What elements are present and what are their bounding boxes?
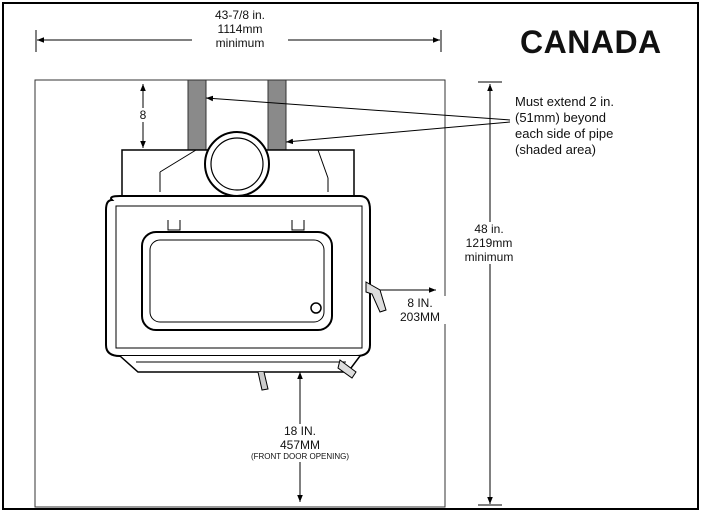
- floor-protector-outline: [34, 79, 446, 508]
- front-clearance-label: 18 IN. 457MM (FRONT DOOR OPENING): [236, 424, 364, 462]
- leader-line-left: [205, 95, 511, 121]
- depth-dimension-label: 48 in. 1219mm minimum: [458, 222, 520, 264]
- shaded-area-note: Must extend 2 in. (51mm) beyond each sid…: [515, 94, 614, 157]
- top-clearance-label: 8: [134, 108, 152, 122]
- width-dimension-label: 43-7/8 in. 1114mm minimum: [192, 8, 288, 50]
- flue-collar: [204, 131, 270, 197]
- door-glass: [141, 231, 333, 331]
- side-handle: [365, 281, 387, 313]
- diagram-frame: [2, 2, 699, 510]
- leader-line-right: [285, 121, 511, 145]
- side-clearance-label: 8 IN. 203MM: [394, 296, 446, 324]
- door-knob: [310, 302, 322, 314]
- country-title: CANADA: [520, 24, 662, 60]
- front-lip: [119, 355, 361, 373]
